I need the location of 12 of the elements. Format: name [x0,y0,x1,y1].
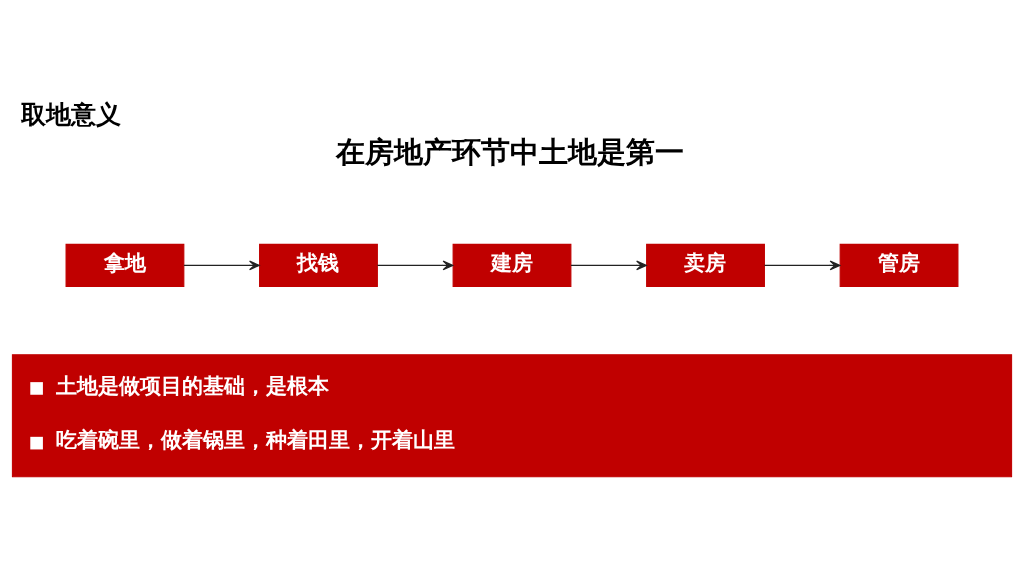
label: 在房地产环节中土地是第一 [336,134,685,169]
arrow [570,260,647,271]
node-box: 建房 [452,243,572,287]
node-box: 拿地 [65,243,185,287]
node-box: 找钱 [259,243,378,287]
arrow [376,260,454,271]
diagram-title: 取地意义 [20,99,121,129]
node-box: 土地是做项目的基础，是根本 吃着碗里，做着锅里，种着田里，开着山里 [11,354,1013,478]
node-box: 卖房 [646,243,765,287]
node-box: 管房 [839,243,959,287]
arrow [183,260,260,271]
arrow [763,260,841,271]
